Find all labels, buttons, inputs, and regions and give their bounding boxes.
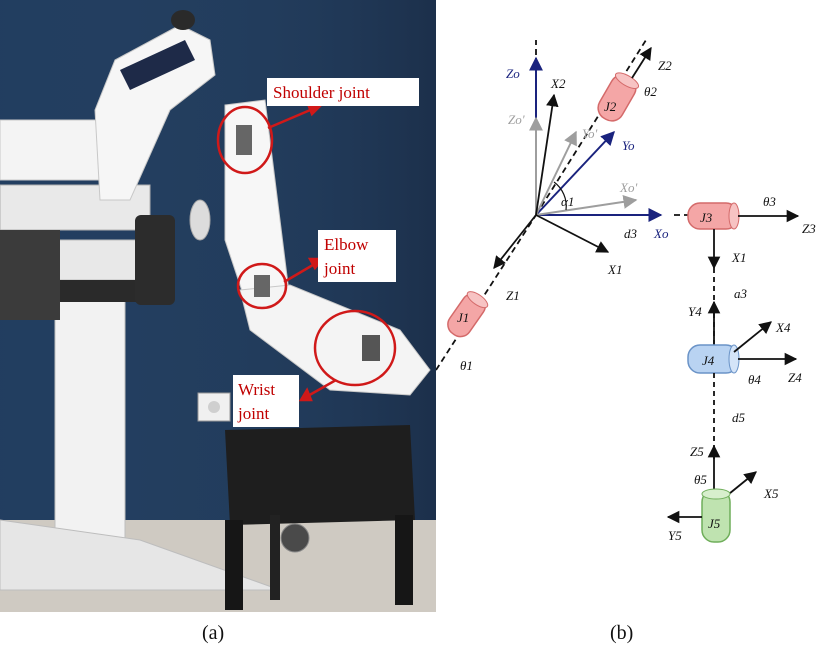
z1-label: Z1 xyxy=(506,288,520,303)
svg-text:joint: joint xyxy=(323,259,355,278)
d3-label: d3 xyxy=(624,226,638,241)
joint-j5 xyxy=(701,488,731,543)
panel-label-b: (b) xyxy=(610,622,634,644)
z5-label: Z5 xyxy=(690,444,704,459)
panel-label-a: (a) xyxy=(202,622,225,644)
joint-j1 xyxy=(447,291,489,338)
theta2-label: θ2 xyxy=(644,84,657,99)
theta4-label: θ4 xyxy=(748,372,761,387)
x4-label: X4 xyxy=(775,320,791,335)
yo-label: Yo xyxy=(622,138,635,153)
j5-label: J5 xyxy=(708,516,721,531)
origin-frame xyxy=(493,56,663,269)
wrist-label-line-1: Wrist xyxy=(238,380,275,399)
j3-label: J3 xyxy=(700,210,713,225)
xo-prime-label: Xo' xyxy=(619,180,637,195)
y5-label: Y5 xyxy=(668,528,682,543)
joint-j3 xyxy=(687,202,740,230)
d5-label: d5 xyxy=(732,410,746,425)
x2-label: X2 xyxy=(550,76,566,91)
j2-dashed-axis xyxy=(535,39,647,216)
shoulder-label-line: Shoulder joint xyxy=(273,83,370,102)
yo-prime-label: Yo' xyxy=(582,126,598,141)
wrist-joint-marker xyxy=(313,309,397,387)
x1-label-j3: X1 xyxy=(731,250,746,265)
x5-label: X5 xyxy=(763,486,779,501)
theta1-label: θ1 xyxy=(460,358,473,373)
svg-text:joint: joint xyxy=(237,404,269,423)
alpha1-label: α1 xyxy=(561,194,574,209)
joint-j2 xyxy=(597,72,640,122)
theta3-label: θ3 xyxy=(763,194,776,209)
x1-label-origin: X1 xyxy=(607,262,622,277)
elbow-label-line-2: joint xyxy=(323,259,355,278)
theta5-label: θ5 xyxy=(694,472,707,487)
elbow-joint-label: Elbow joint xyxy=(318,230,396,282)
j1-label: J1 xyxy=(457,310,469,325)
y4-label: Y4 xyxy=(688,304,702,319)
shoulder-joint-marker xyxy=(216,105,274,175)
elbow-label-line-1: Elbow xyxy=(324,235,369,254)
j2-label: J2 xyxy=(604,99,617,114)
a3-label: a3 xyxy=(734,286,748,301)
svg-text:Wrist: Wrist xyxy=(238,380,275,399)
shoulder-joint-label: Shoulder joint xyxy=(267,78,419,106)
robot-forearm xyxy=(239,284,431,396)
z2-label: Z2 xyxy=(658,58,672,73)
zo-prime-label: Zo' xyxy=(508,112,525,127)
wrist-label-line-2: joint xyxy=(237,404,269,423)
j4-label: J4 xyxy=(702,353,715,368)
zo-label: Zo xyxy=(506,66,520,81)
z3-label: Z3 xyxy=(802,221,816,236)
elbow-joint-marker xyxy=(236,262,288,310)
svg-text:Shoulder joint: Shoulder joint xyxy=(273,83,370,102)
kinematic-diagram: Zo Yo Xo Zo' Yo' Xo' X2 α1 d3 X1 J2 Z2 θ… xyxy=(436,39,816,543)
robot-photo: Shoulder joint Elbow joint Wrist joint xyxy=(0,0,436,612)
j1-dashed-axis xyxy=(436,214,537,371)
xo-label: Xo xyxy=(653,226,669,241)
z4-label: Z4 xyxy=(788,370,802,385)
stool xyxy=(225,425,415,525)
table xyxy=(0,184,151,231)
svg-text:Elbow: Elbow xyxy=(324,235,369,254)
wrist-joint-label: Wrist joint xyxy=(233,375,299,427)
